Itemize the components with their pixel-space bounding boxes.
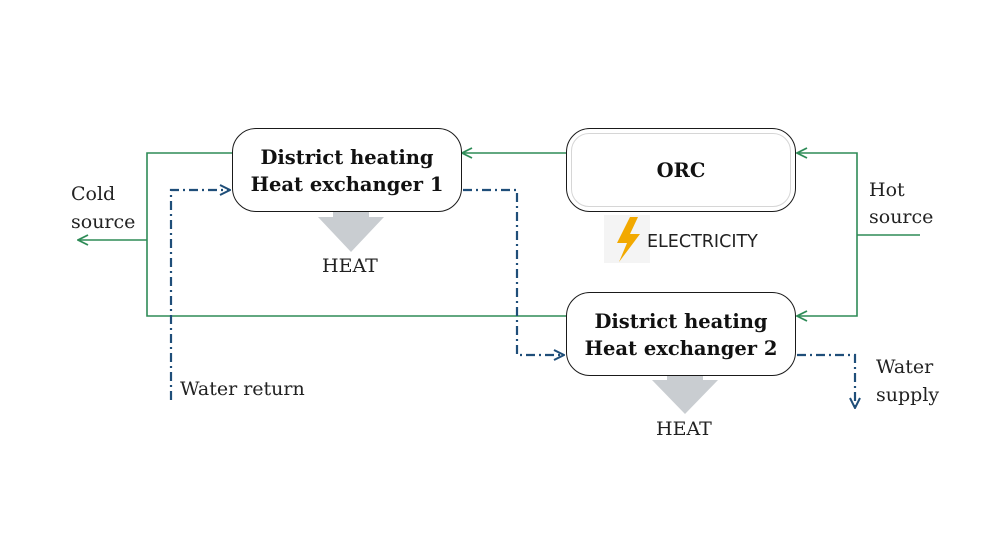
heat-exchanger-1-line2: Heat exchanger 1 (250, 173, 444, 196)
hot-source-label-line1: Hot (869, 179, 905, 201)
orc-box-inner (571, 133, 791, 207)
hot-fluid-loop (78, 153, 920, 316)
heat-label-2: HEAT (656, 418, 712, 440)
heat-exchanger-1-box: District heating Heat exchanger 1 (232, 128, 462, 212)
heat-exchanger-2-line2: Heat exchanger 2 (584, 337, 778, 360)
water-supply-label-line2: supply (876, 384, 940, 406)
heat-exchanger-1-line1: District heating (260, 146, 434, 169)
hot-source-label-line2: source (869, 206, 934, 228)
lightning-bolt-icon (604, 215, 650, 263)
water-supply-label-line1: Water (876, 356, 934, 378)
water-loop (169, 190, 855, 408)
heat-label-1: HEAT (322, 255, 378, 277)
cold-source-label-line2: source (71, 211, 136, 233)
electricity-label: ELECTRICITY (647, 232, 758, 252)
orc-box: ORC (566, 128, 796, 212)
orc-label: ORC (656, 159, 706, 182)
water-return-label: Water return (180, 378, 305, 400)
cold-source-label-line1: Cold (71, 183, 116, 205)
heat-exchanger-2-box: District heating Heat exchanger 2 (566, 292, 796, 376)
heat-exchanger-2-line1: District heating (594, 310, 768, 333)
